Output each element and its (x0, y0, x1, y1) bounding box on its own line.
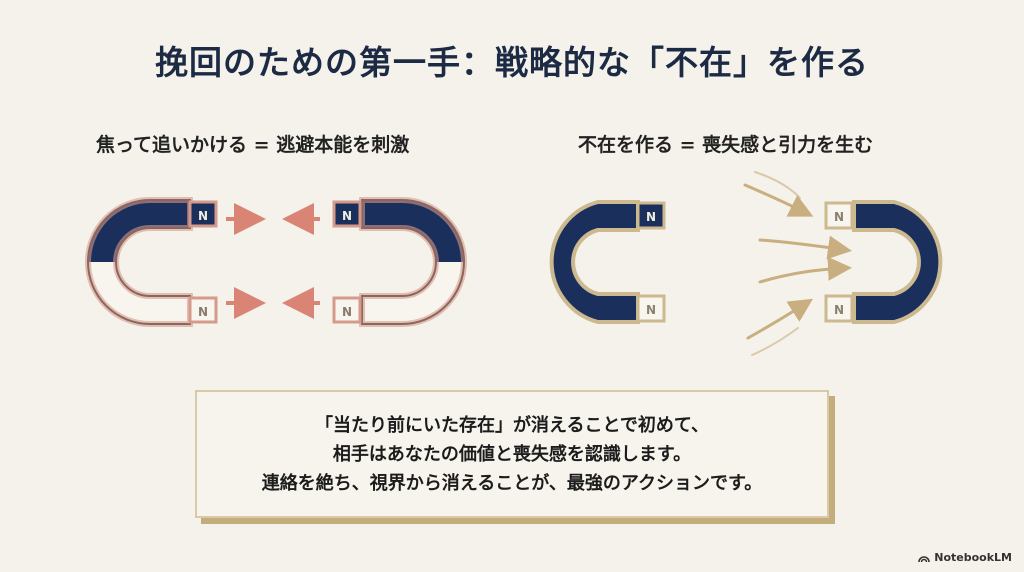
pole-label: N (646, 303, 656, 317)
branding-label: NotebookLM (934, 551, 1012, 564)
pole-label: N (342, 305, 352, 319)
left-panel-heading: 焦って追いかける = 逃避本能を刺激 (96, 134, 410, 156)
field-line (751, 327, 799, 356)
attract-arrows (743, 171, 852, 356)
pole-label: N (198, 305, 208, 319)
arrow-icon (746, 298, 814, 340)
arrow-icon (758, 256, 852, 284)
absent-magnet (549, 200, 666, 324)
page-title: 挽回のための第一手：戦略的な「不在」を作る (155, 43, 869, 82)
pole-label: N (342, 209, 352, 223)
left-magnet-repelling (85, 197, 218, 327)
pole-label: N (646, 210, 656, 224)
message-line: 相手はあなたの価値と喪失感を認識します。 (332, 443, 692, 465)
pole-label: N (834, 303, 844, 317)
arrow-icon (743, 183, 814, 217)
pole-label: N (834, 210, 844, 224)
right-panel-heading: 不在を作る = 喪失感と引力を生む (578, 134, 874, 156)
arrow-icon (758, 235, 852, 260)
attracting-magnet (824, 200, 943, 324)
right-magnet-repelling (332, 197, 467, 327)
notebooklm-logo-icon (918, 556, 931, 562)
pole-label: N (198, 209, 208, 223)
key-message-box: 「当たり前にいた存在」が消えることで初めて、 相手はあなたの価値と喪失感を認識し… (195, 390, 829, 518)
field-line (754, 171, 801, 199)
message-line: 「当たり前にいた存在」が消えることで初めて、 (314, 414, 710, 436)
branding: NotebookLM (918, 551, 1012, 564)
message-line: 連絡を絶ち、視界から消えることが、最強のアクションです。 (261, 472, 763, 494)
repel-arrows (226, 203, 320, 319)
